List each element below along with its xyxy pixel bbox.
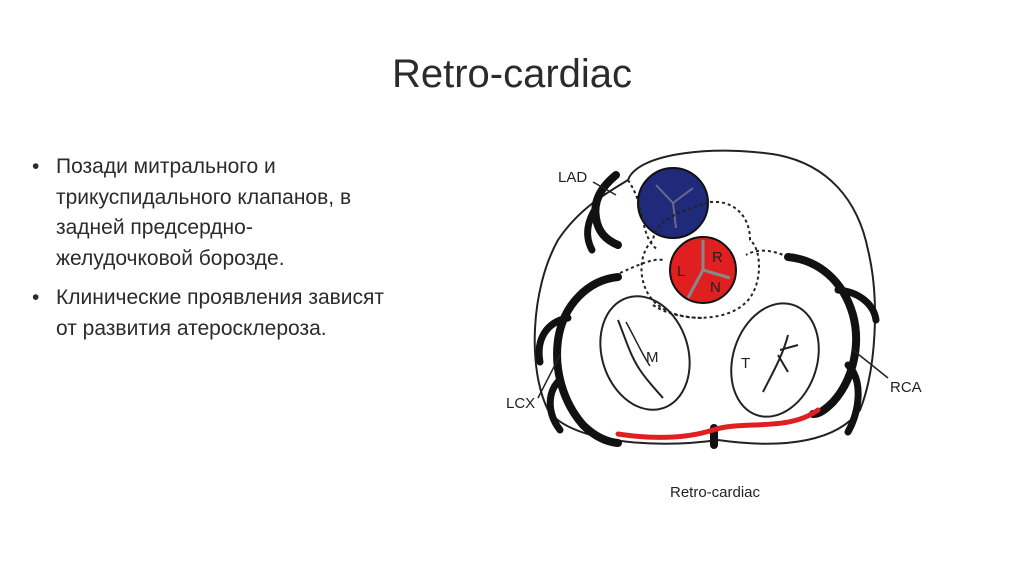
lcx-label: LCX bbox=[506, 395, 535, 412]
lad-vessel bbox=[591, 171, 622, 249]
bottom-dotted-branch bbox=[652, 304, 704, 319]
left-cusp-label: L bbox=[677, 263, 685, 280]
diagram-caption: Retro-cardiac bbox=[670, 484, 761, 501]
tricuspid-valve-leaflets bbox=[762, 334, 799, 393]
bullet-text: Клинические проявления зависят от развит… bbox=[56, 286, 385, 340]
lcx-branch-1 bbox=[535, 314, 572, 366]
top-dotted-branch bbox=[627, 179, 659, 251]
diagram-svg: LAD LCX RCA M T L R N Retro-cardiac bbox=[506, 149, 922, 501]
rca-branch-1 bbox=[834, 286, 880, 324]
bullet-text: Позади митрального и трикуспидального кл… bbox=[56, 155, 352, 270]
mitral-valve-leaflets-2 bbox=[625, 321, 651, 367]
left-dotted-branch bbox=[619, 258, 664, 274]
rca-pointer bbox=[852, 349, 889, 379]
bullet-dot: • bbox=[32, 286, 40, 309]
right-cusp-label: R bbox=[712, 249, 723, 266]
lcx-branch-2 bbox=[546, 376, 564, 434]
mitral-label: M bbox=[646, 349, 659, 366]
bullet-list: • Позади митрального и трикуспидального к… bbox=[30, 152, 485, 353]
mitral-valve-annulus bbox=[599, 295, 691, 411]
rca-label: RCA bbox=[890, 379, 922, 396]
heart-outline bbox=[533, 149, 876, 445]
bullet-item: • Клинические проявления зависят от разви… bbox=[30, 283, 485, 344]
rca-vessel bbox=[784, 253, 860, 418]
lcx-vessel bbox=[553, 273, 622, 447]
slide-title: Retro-cardiac bbox=[391, 52, 633, 96]
lcx-pointer bbox=[537, 354, 561, 399]
lad-branch bbox=[584, 204, 600, 254]
lad-label: LAD bbox=[558, 169, 587, 186]
lad-pointer bbox=[592, 181, 617, 196]
retro-cardiac-segment bbox=[615, 407, 821, 440]
bullet-item: • Позади митрального и трикуспидального к… bbox=[30, 152, 485, 274]
tricuspid-label: T bbox=[741, 355, 750, 372]
mitral-valve-leaflets bbox=[617, 319, 664, 399]
aortic-root-dotted-outline bbox=[640, 200, 760, 319]
rca-branch-2 bbox=[844, 361, 862, 436]
heart-cross-section-diagram: LAD LCX RCA M T L R N Retro-cardiac bbox=[488, 140, 948, 510]
right-dotted-branch bbox=[745, 249, 789, 258]
noncoronary-cusp-label: N bbox=[710, 279, 721, 296]
aortic-valve-commissures bbox=[686, 240, 731, 299]
tricuspid-valve-annulus bbox=[730, 302, 820, 418]
bullet-dot: • bbox=[32, 155, 40, 178]
